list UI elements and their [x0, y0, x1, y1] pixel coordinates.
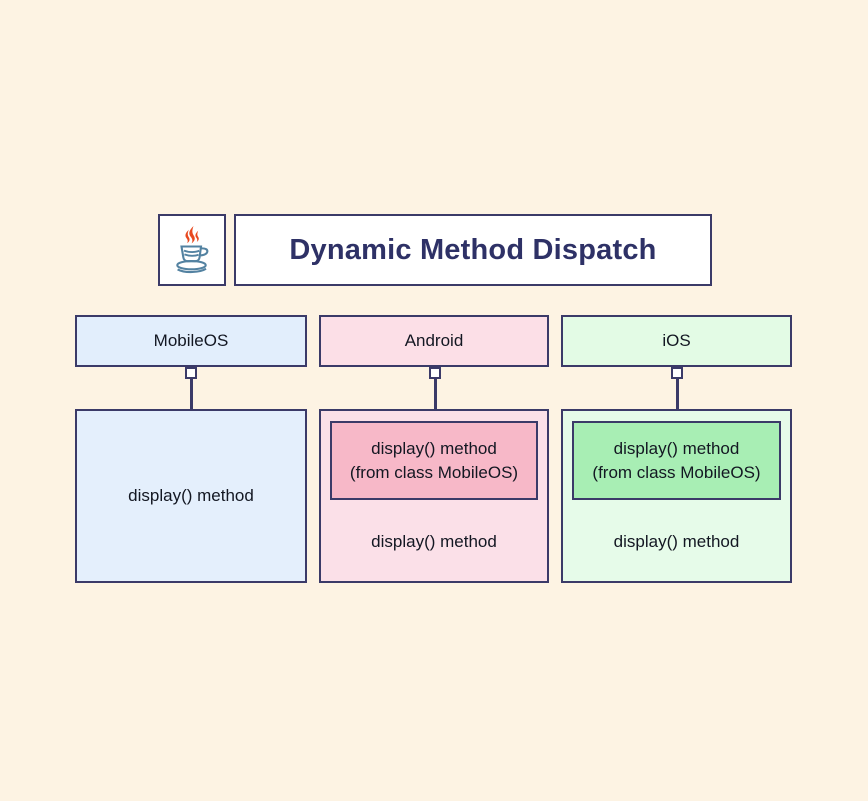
composition-diamond-icon [429, 367, 441, 379]
class-header-mobileos[interactable]: MobileOS [75, 315, 307, 367]
class-header-ios[interactable]: iOS [561, 315, 792, 367]
connector-line [675, 379, 679, 409]
class-name-ios: iOS [662, 331, 691, 350]
composition-diamond-icon [671, 367, 683, 379]
java-logo-icon [168, 222, 216, 279]
title-box: Dynamic Method Dispatch [234, 214, 712, 286]
class-name-android: Android [404, 331, 464, 350]
inherited-member-ios-line2: (from class MobileOS) [592, 462, 761, 482]
member-mobileos-display: display() method [128, 485, 254, 505]
inherited-member-ios-line1: display() method [613, 438, 740, 458]
composition-diamond-icon [185, 367, 197, 379]
java-logo-box [158, 214, 226, 286]
inherited-member-android-line1: display() method [371, 438, 497, 458]
inherited-member-android-line2: (from class MobileOS) [349, 462, 519, 482]
class-body-ios[interactable]: display() method (from class MobileOS) d… [561, 409, 792, 583]
class-body-mobileos[interactable]: display() method [75, 409, 307, 583]
inherited-member-android: display() method (from class MobileOS) [330, 421, 538, 500]
member-android-display: display() method [371, 532, 497, 551]
connector-line [433, 379, 437, 409]
page-title: Dynamic Method Dispatch [289, 233, 657, 266]
class-header-android[interactable]: Android [319, 315, 549, 367]
title-row: Dynamic Method Dispatch [158, 214, 712, 286]
class-body-android[interactable]: display() method (from class MobileOS) d… [319, 409, 549, 583]
class-name-mobileos: MobileOS [153, 331, 229, 350]
connector-line [189, 379, 193, 409]
inherited-member-ios: display() method (from class MobileOS) [572, 421, 781, 500]
member-ios-display: display() method [613, 532, 740, 551]
